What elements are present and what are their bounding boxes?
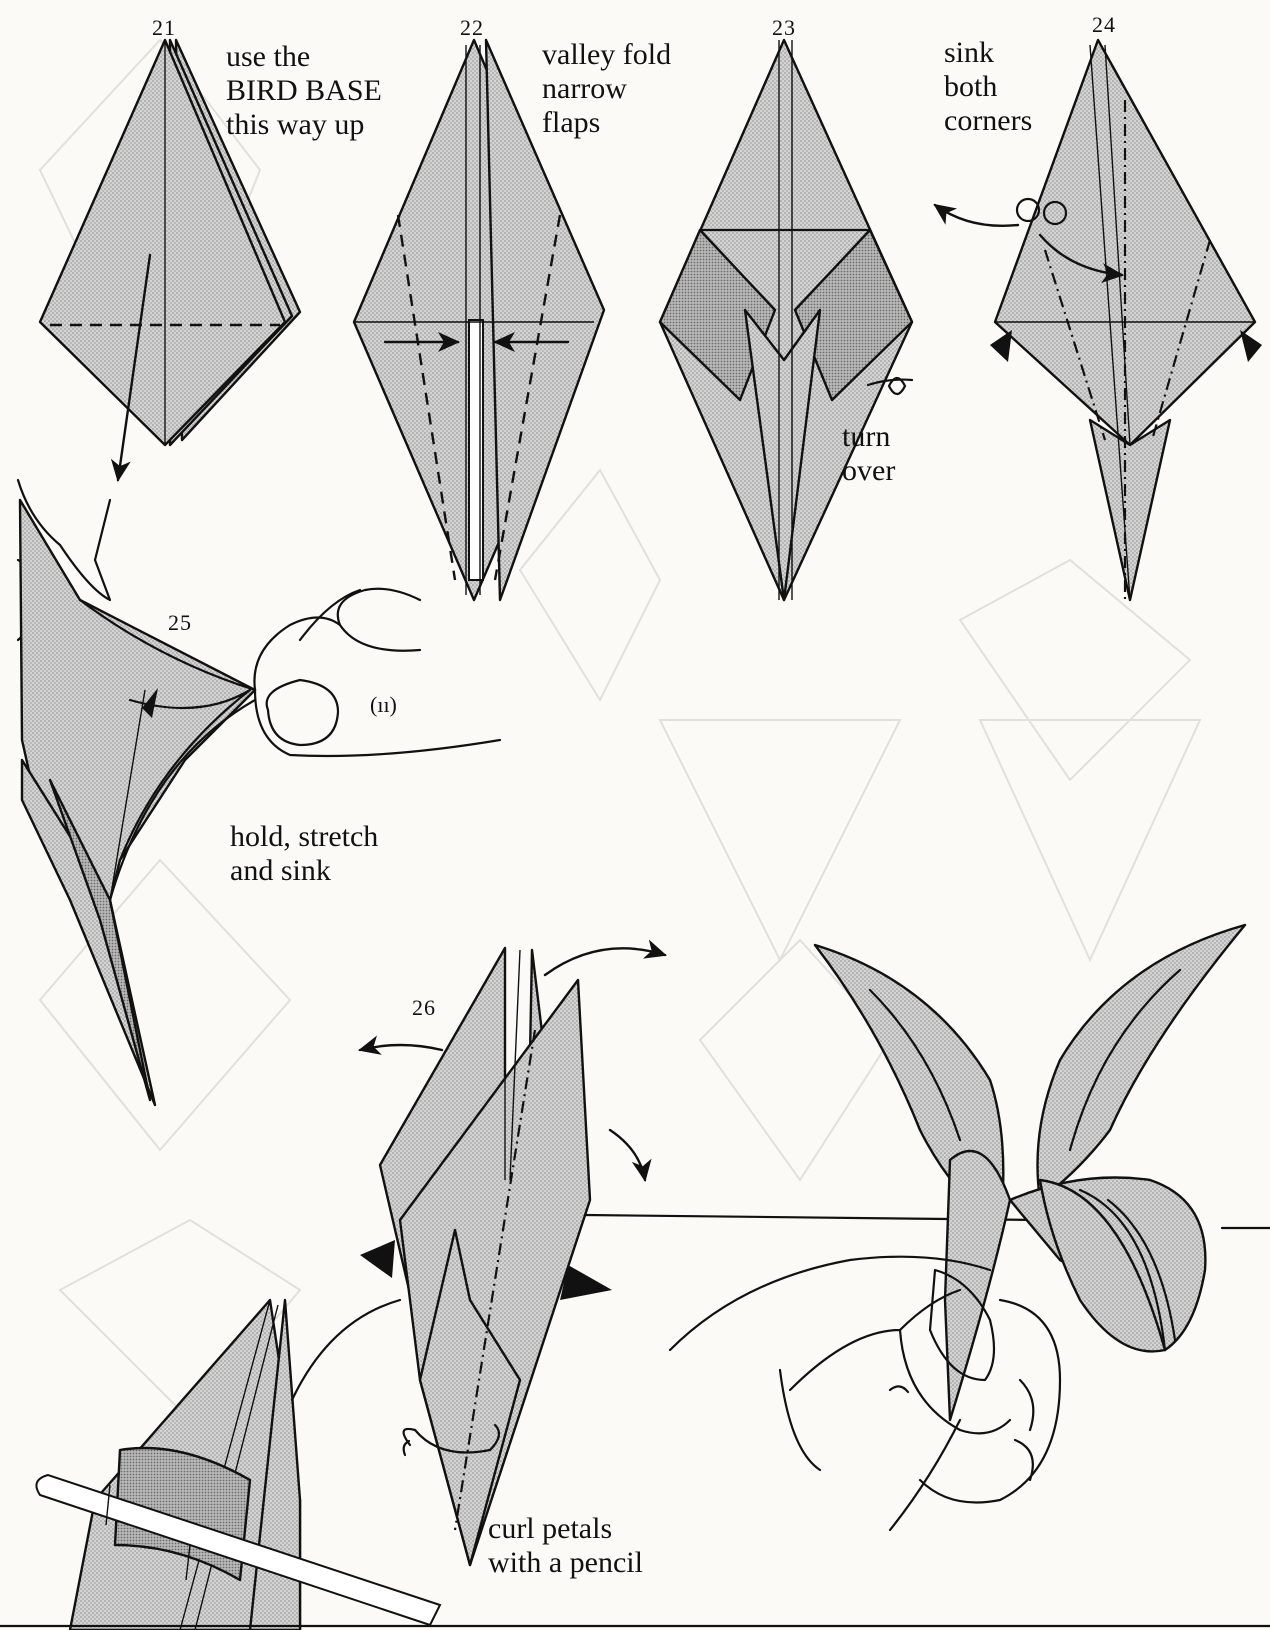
step-26-instruction: curl petals with a pencil [488,1512,643,1580]
step-23-instruction: turn over [842,420,895,488]
step-number-25: 25 [168,612,192,634]
pencil-curl-illustration [0,1300,1270,1630]
step-number-22: 22 [460,17,484,39]
finger-mark: (ıı) [370,688,397,722]
step-number-26: 26 [412,997,436,1019]
step-number-21: 21 [152,17,176,39]
step-25-instruction: hold, stretch and sink [230,820,378,888]
step-number-23: 23 [772,17,796,39]
step-26-diagram [360,948,665,1565]
finished-lily-illustration [585,925,1270,1530]
step-number-24: 24 [1092,14,1116,36]
step-22-instruction: valley fold narrow flaps [542,38,671,140]
step-23-diagram [660,40,912,600]
step-21-instruction: use the BIRD BASE this way up [226,40,382,142]
step-24-instruction: sink both corners [944,36,1032,138]
